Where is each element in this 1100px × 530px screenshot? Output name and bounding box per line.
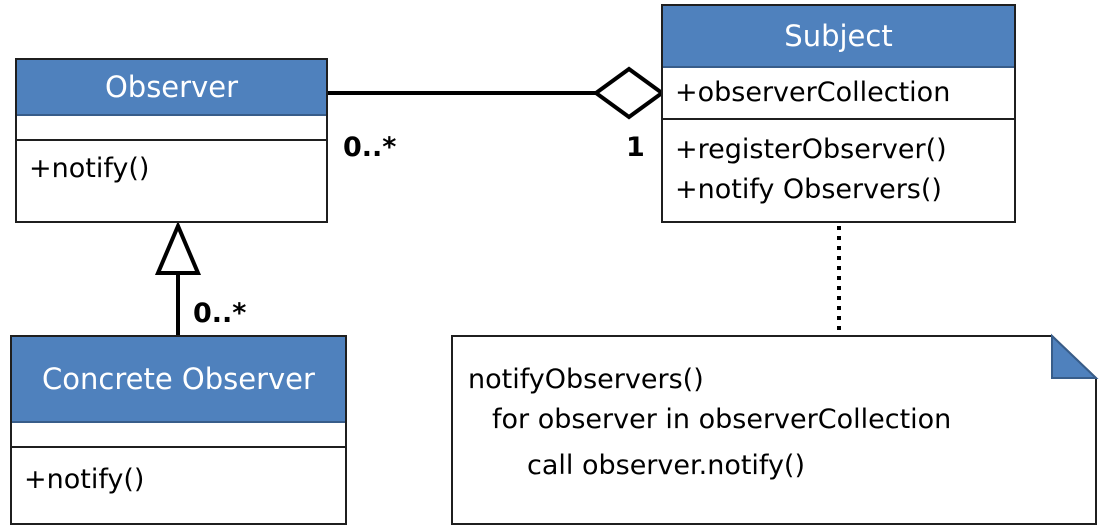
observer-attributes bbox=[17, 116, 326, 141]
subject-methods: +registerObserver() +notify Observers() bbox=[663, 120, 1014, 210]
note-fold bbox=[1051, 333, 1099, 379]
subject-attributes: +observerCollection bbox=[663, 68, 1014, 120]
observer-class: Observer +notify() bbox=[15, 58, 328, 223]
observer-methods: +notify() bbox=[17, 141, 326, 189]
concrete-observer-class-name: Concrete Observer bbox=[12, 337, 345, 423]
concrete-observer-attributes bbox=[12, 423, 345, 448]
generalization-arrowhead bbox=[154, 220, 202, 275]
subject-attribute: +observerCollection bbox=[675, 77, 951, 108]
generalization-multiplicity-label: 0..* bbox=[193, 298, 247, 329]
observer-class-name: Observer bbox=[17, 60, 326, 116]
note-line: call observer.notify() bbox=[527, 450, 806, 481]
aggregation-diamond bbox=[592, 66, 666, 120]
subject-method: +registerObserver() bbox=[675, 134, 947, 165]
subject-class-name: Subject bbox=[663, 6, 1014, 68]
observer-multiplicity-label: 0..* bbox=[343, 132, 397, 163]
note-box bbox=[451, 335, 1097, 525]
note-line: notifyObservers() bbox=[468, 364, 704, 395]
note-line: for observer in observerCollection bbox=[492, 404, 952, 435]
observer-method: +notify() bbox=[29, 153, 150, 184]
concrete-observer-method: +notify() bbox=[24, 464, 145, 495]
subject-multiplicity-label: 1 bbox=[626, 132, 645, 163]
subject-class: Subject +observerCollection +registerObs… bbox=[661, 4, 1016, 223]
subject-method: +notify Observers() bbox=[675, 174, 942, 205]
concrete-observer-class: Concrete Observer +notify() bbox=[10, 335, 347, 525]
concrete-observer-methods: +notify() bbox=[12, 448, 345, 500]
